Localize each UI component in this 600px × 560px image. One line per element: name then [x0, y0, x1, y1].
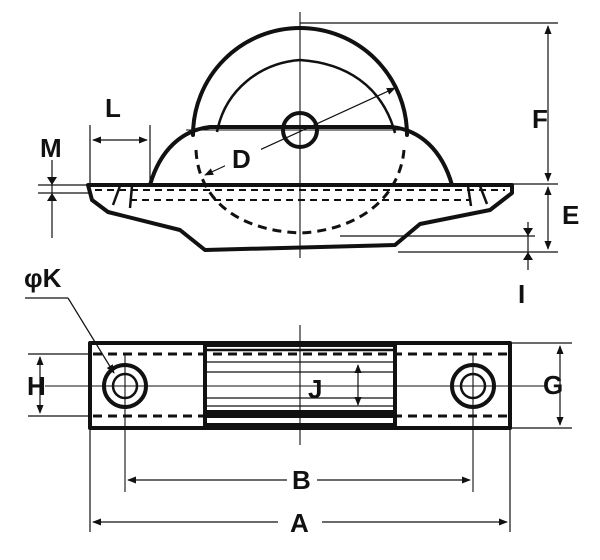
wheel-groove [215, 58, 397, 134]
base-plate [86, 183, 514, 252]
screw-left [111, 185, 134, 209]
label-m: M [40, 133, 62, 163]
label-a: A [290, 508, 309, 538]
label-f: F [532, 104, 548, 134]
label-j: J [308, 374, 322, 404]
label-l: L [105, 93, 121, 123]
label-g: G [543, 370, 563, 400]
screw-right [466, 185, 489, 207]
label-i: I [518, 279, 525, 309]
label-e: E [562, 200, 579, 230]
label-k: φK [24, 263, 62, 293]
side-view [38, 12, 558, 270]
top-view [25, 297, 572, 532]
label-h: H [27, 371, 46, 401]
label-b: B [292, 465, 311, 495]
label-d: D [232, 144, 251, 174]
